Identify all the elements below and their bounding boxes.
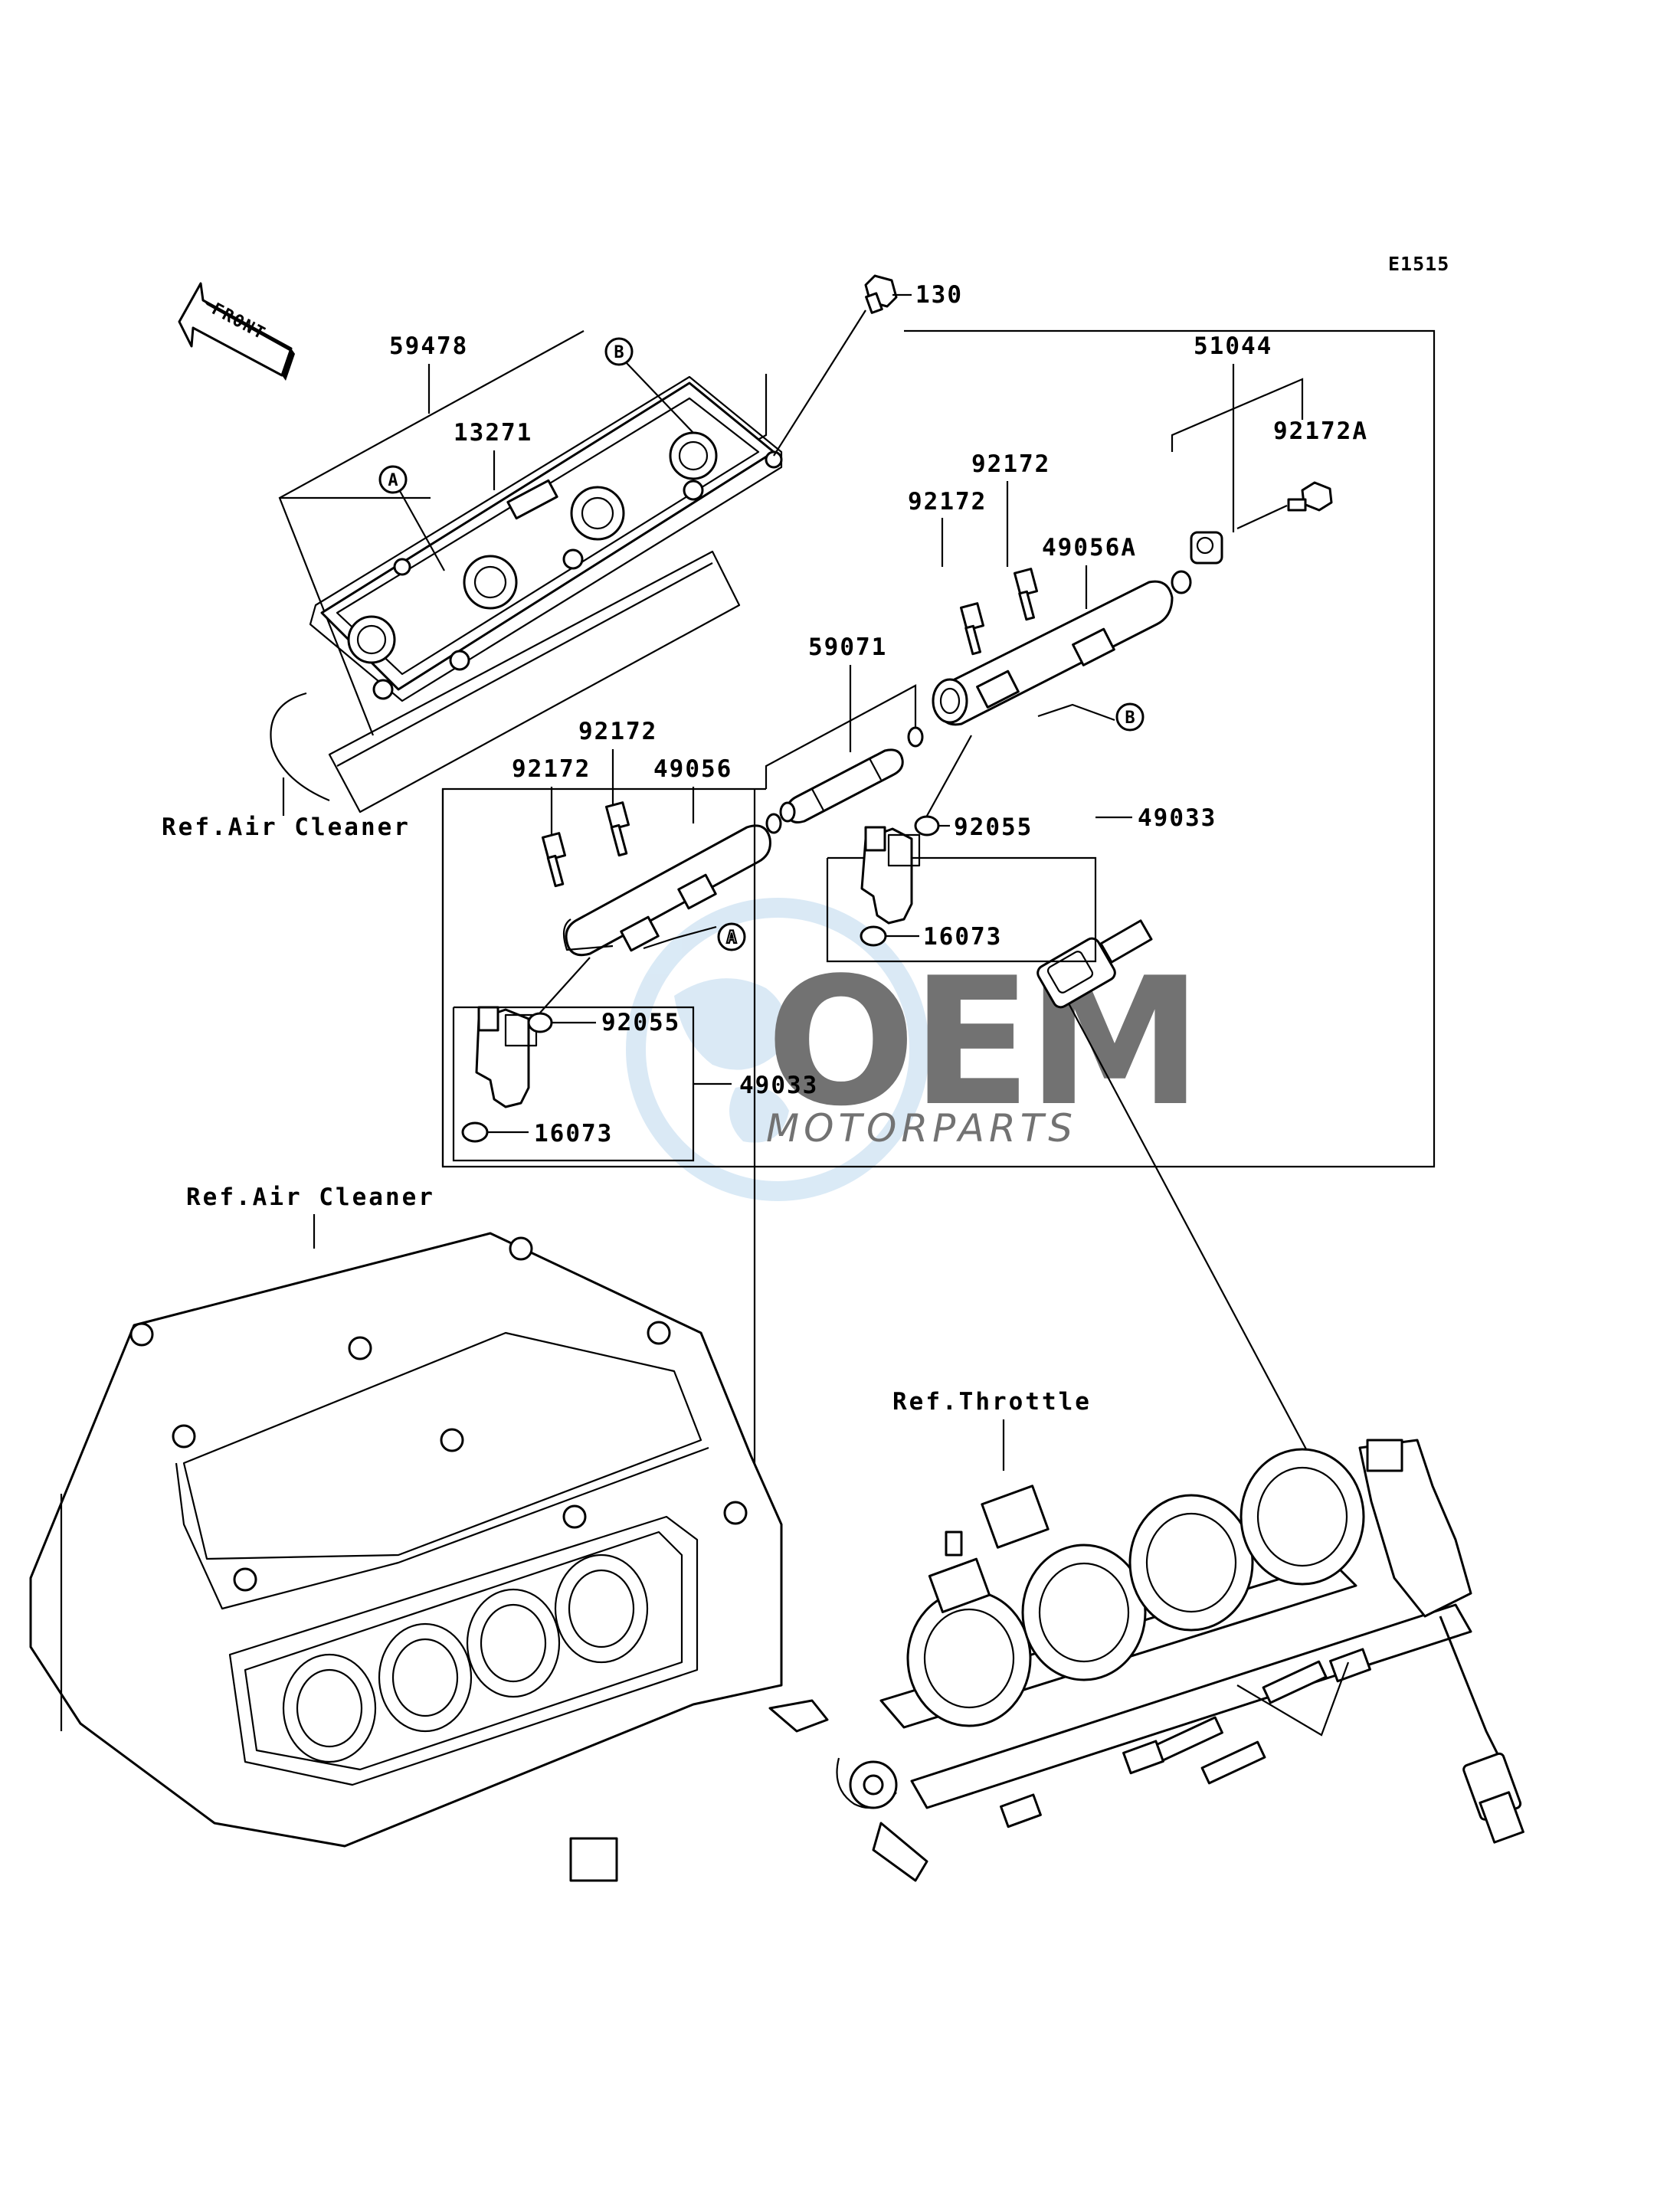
label-92172-c: 92172 <box>578 718 657 745</box>
callout-b-upper: B <box>604 337 694 434</box>
injector-cover <box>278 330 783 814</box>
label-130: 130 <box>915 281 963 309</box>
box-49033-lower <box>452 1006 695 1162</box>
watermark-continents-icon <box>674 978 789 1143</box>
callout-a-lower: A <box>717 922 746 951</box>
box-49033-upper <box>826 856 1097 963</box>
watermark: OEM MOTORPARTS <box>626 898 1203 1201</box>
label-49056A: 49056A <box>1042 534 1137 561</box>
o-ring-hose <box>1171 570 1192 594</box>
watermark-globe-icon <box>626 898 929 1201</box>
ref-throttle: Ref.Throttle <box>892 1388 1092 1416</box>
bolt-92172A <box>1236 481 1333 529</box>
label-92172-a: 92172 <box>908 488 987 516</box>
delivery-pipe-right <box>932 568 1174 726</box>
label-16073-lower: 16073 <box>534 1120 613 1147</box>
diagram-code: E1515 <box>1388 253 1449 275</box>
label-92172-d: 92172 <box>512 755 591 783</box>
watermark-sub-text: MOTORPARTS <box>766 1106 1077 1151</box>
o-ring-16073-upper <box>860 925 887 947</box>
callout-a-upper: A <box>378 465 445 571</box>
watermark-logo-text: OEM <box>766 941 1198 1145</box>
callout-a-upper-letter: A <box>388 471 398 490</box>
label-49033-lower: 49033 <box>739 1072 818 1099</box>
o-ring-59071-b <box>779 801 796 823</box>
injector-upper <box>860 826 921 925</box>
label-92172A: 92172A <box>1273 417 1368 445</box>
callout-b-lower-letter: B <box>1125 709 1135 728</box>
bracket-49056 <box>643 925 717 950</box>
callout-b-upper-letter: B <box>614 343 624 362</box>
ref-air-cleaner-main: Ref.Air Cleaner <box>186 1183 435 1211</box>
leader-hose-to-throttle <box>1068 1003 1318 1472</box>
label-49033-upper: 49033 <box>1138 804 1217 832</box>
joint-pipe-59071 <box>786 748 904 823</box>
o-ring-59071-a <box>907 726 924 748</box>
injector-lower <box>475 1006 538 1108</box>
callout-a-lower-letter: A <box>726 928 736 948</box>
label-92172-b: 92172 <box>971 450 1050 478</box>
bracket-49056A <box>1037 703 1115 722</box>
assembly-frame <box>441 329 1436 1168</box>
o-ring-49056 <box>765 813 782 834</box>
callout-b-lower: B <box>1115 702 1145 732</box>
bolt-130 <box>773 274 912 457</box>
air-cleaner-seal <box>270 692 330 802</box>
front-arrow-icon: FRONT <box>178 282 295 381</box>
label-59071: 59071 <box>808 633 887 661</box>
label-59478: 59478 <box>389 332 468 360</box>
label-49056: 49056 <box>653 755 732 783</box>
label-13271: 13271 <box>454 419 532 447</box>
delivery-pipe-left <box>541 801 771 957</box>
label-92055-lower: 92055 <box>601 1009 680 1036</box>
o-ring-92055-lower <box>527 1012 553 1033</box>
throttle-body <box>768 1439 1524 1882</box>
label-92055-upper: 92055 <box>954 814 1033 841</box>
o-ring-92055-upper <box>914 815 940 836</box>
label-51044: 51044 <box>1194 332 1272 360</box>
ref-air-cleaner-top: Ref.Air Cleaner <box>162 814 411 841</box>
label-16073-upper: 16073 <box>923 923 1002 951</box>
o-ring-16073-lower <box>461 1121 489 1143</box>
air-cleaner-housing <box>29 1232 783 1882</box>
